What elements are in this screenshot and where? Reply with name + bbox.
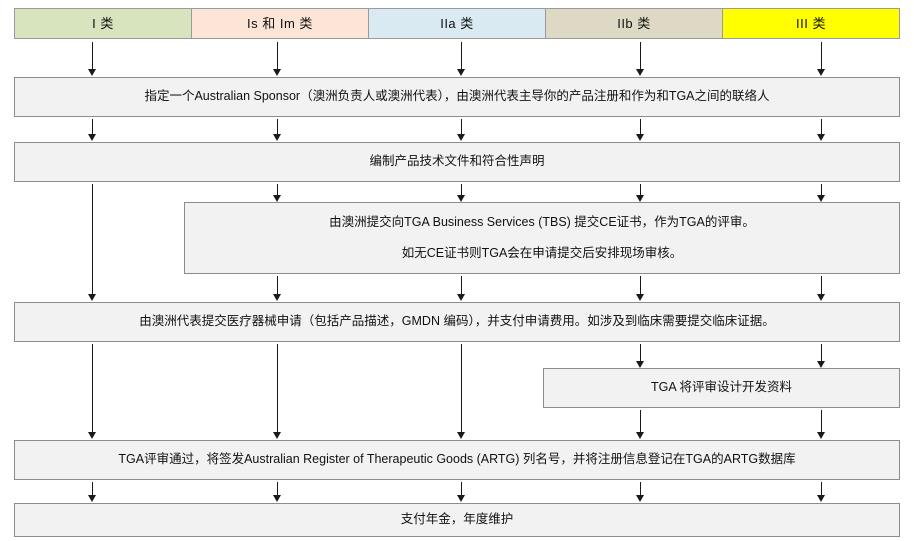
arrow-header-to-sponsor-lane1 bbox=[88, 42, 97, 76]
class-header-iia-label: IIa 类 bbox=[440, 16, 474, 31]
arrow-techfile-to-tbs-lane3 bbox=[457, 184, 466, 202]
class-header-is-im-label: Is 和 Im 类 bbox=[247, 16, 313, 31]
step-submit-device-application-line-1: 由澳洲代表提交医疗器械申请（包括产品描述，GMDN 编码），并支付申请费用。如涉… bbox=[139, 314, 775, 329]
arrow-sponsor-to-techfile-lane1 bbox=[88, 119, 97, 141]
arrow-artg-to-annual-fee-lane4 bbox=[636, 482, 645, 502]
step-appoint-sponsor: 指定一个Australian Sponsor（澳洲负责人或澳洲代表），由澳洲代表… bbox=[14, 77, 900, 117]
device-class-header-row: I 类 Is 和 Im 类 IIa 类 IIb 类 III 类 bbox=[14, 8, 900, 39]
class-header-iib-label: IIb 类 bbox=[617, 16, 651, 31]
arrow-techfile-to-application-lane1 bbox=[88, 184, 97, 301]
step-appoint-sponsor-line-1: 指定一个Australian Sponsor（澳洲负责人或澳洲代表），由澳洲代表… bbox=[144, 89, 770, 104]
step-artg-listing-line-1: TGA评审通过，将签发Australian Register of Therap… bbox=[118, 452, 796, 467]
arrow-tbs-to-application-lane2 bbox=[273, 276, 282, 301]
arrow-sponsor-to-techfile-lane2 bbox=[273, 119, 282, 141]
arrow-header-to-sponsor-lane5 bbox=[817, 42, 826, 76]
arrow-header-to-sponsor-lane4 bbox=[636, 42, 645, 76]
class-header-iia: IIa 类 bbox=[368, 8, 546, 39]
class-header-i-label: I 类 bbox=[92, 16, 114, 31]
arrow-artg-to-annual-fee-lane5 bbox=[817, 482, 826, 502]
step-submit-ce-certificate-tbs-line-1: 由澳洲提交向TGA Business Services (TBS) 提交CE证书… bbox=[329, 215, 755, 230]
arrow-application-to-design-review-lane5 bbox=[817, 344, 826, 368]
step-tga-design-review: TGA 将评审设计开发资料 bbox=[543, 368, 900, 408]
arrow-artg-to-annual-fee-lane1 bbox=[88, 482, 97, 502]
class-header-is-im: Is 和 Im 类 bbox=[191, 8, 369, 39]
step-submit-device-application: 由澳洲代表提交医疗器械申请（包括产品描述，GMDN 编码），并支付申请费用。如涉… bbox=[14, 302, 900, 342]
arrow-tbs-to-application-lane3 bbox=[457, 276, 466, 301]
class-header-iib: IIb 类 bbox=[545, 8, 723, 39]
step-artg-listing: TGA评审通过，将签发Australian Register of Therap… bbox=[14, 440, 900, 480]
arrow-techfile-to-tbs-lane5 bbox=[817, 184, 826, 202]
step-submit-ce-certificate-tbs: 由澳洲提交向TGA Business Services (TBS) 提交CE证书… bbox=[184, 202, 900, 274]
arrow-application-to-design-review-lane4 bbox=[636, 344, 645, 368]
arrow-header-to-sponsor-lane2 bbox=[273, 42, 282, 76]
class-header-i: I 类 bbox=[14, 8, 192, 39]
arrow-sponsor-to-techfile-lane5 bbox=[817, 119, 826, 141]
arrow-tbs-to-application-lane4 bbox=[636, 276, 645, 301]
arrow-techfile-to-tbs-lane4 bbox=[636, 184, 645, 202]
step-prepare-technical-file-line-1: 编制产品技术文件和符合性声明 bbox=[369, 154, 545, 169]
arrow-tbs-to-application-lane5 bbox=[817, 276, 826, 301]
arrow-header-to-sponsor-lane3 bbox=[457, 42, 466, 76]
arrow-artg-to-annual-fee-lane3 bbox=[457, 482, 466, 502]
arrow-design-review-to-artg-lane4 bbox=[636, 410, 645, 439]
step-submit-ce-certificate-tbs-line-2: 如无CE证书则TGA会在申请提交后安排现场审核。 bbox=[401, 245, 683, 260]
step-annual-fee-maintenance: 支付年金，年度维护 bbox=[14, 503, 900, 537]
arrow-sponsor-to-techfile-lane3 bbox=[457, 119, 466, 141]
step-tga-design-review-line-1: TGA 将评审设计开发资料 bbox=[651, 380, 792, 395]
arrow-application-to-artg-lane1 bbox=[88, 344, 97, 439]
arrow-sponsor-to-techfile-lane4 bbox=[636, 119, 645, 141]
step-prepare-technical-file: 编制产品技术文件和符合性声明 bbox=[14, 142, 900, 182]
class-header-iii: III 类 bbox=[722, 8, 900, 39]
arrow-design-review-to-artg-lane5 bbox=[817, 410, 826, 439]
step-annual-fee-maintenance-line-1: 支付年金，年度维护 bbox=[400, 512, 514, 527]
class-header-iii-label: III 类 bbox=[796, 16, 826, 31]
arrow-artg-to-annual-fee-lane2 bbox=[273, 482, 282, 502]
arrow-application-to-artg-lane2 bbox=[273, 344, 282, 439]
arrow-application-to-artg-lane3 bbox=[457, 344, 466, 439]
arrow-techfile-to-tbs-lane2 bbox=[273, 184, 282, 202]
